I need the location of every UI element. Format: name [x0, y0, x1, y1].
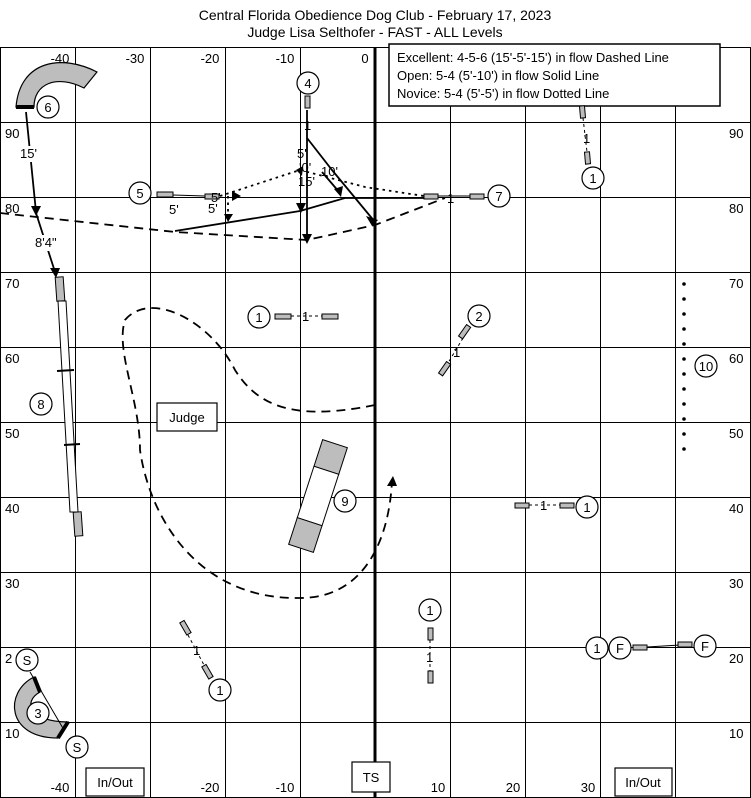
jump-2 — [437, 323, 472, 377]
jump-label: 1 — [583, 131, 590, 146]
start-marker: S — [23, 653, 32, 668]
obstacle-number-7: 7 — [495, 189, 502, 204]
axis-right-label: 10 — [729, 726, 743, 741]
in-out-box-right — [614, 767, 673, 797]
axis-right-label: 30 — [729, 576, 743, 591]
judge-box — [156, 402, 218, 432]
axis-top-label: -30 — [126, 51, 145, 66]
obstacle-number-8: 8 — [37, 397, 44, 412]
axis-top-label: -20 — [201, 51, 220, 66]
distance-label: 5' — [211, 190, 221, 205]
ts-label: TS — [363, 770, 380, 785]
finish-marker: F — [701, 639, 709, 654]
axis-right-label: 40 — [729, 501, 743, 516]
axis-left-label: 30 — [5, 576, 19, 591]
judge-label: Judge — [169, 410, 204, 425]
axis-left-label: 2 — [5, 651, 12, 666]
axis-top-label: 0 — [361, 51, 368, 66]
axis-bottom-label: -20 — [201, 780, 220, 795]
axis-left-label: 10 — [5, 726, 19, 741]
finish-marker: F — [616, 641, 624, 656]
obstacle-number-6: 6 — [44, 100, 51, 115]
dogwalk-8 — [54, 276, 84, 537]
obstacle-number-2: 2 — [475, 309, 482, 324]
jump-1-bottom-left — [179, 619, 214, 680]
distance-label: 5' — [169, 202, 179, 217]
in-out-box-left — [85, 767, 145, 797]
axis-right-label: 80 — [729, 201, 743, 216]
jump-label: 1 — [447, 191, 454, 206]
tunnel-6 — [15, 62, 98, 108]
axis-top-label: -10 — [276, 51, 295, 66]
finish-line — [632, 641, 693, 651]
axis-right-label: 70 — [729, 276, 743, 291]
path-novice — [219, 169, 425, 197]
aframe-9 — [288, 439, 348, 553]
obstacle-number-1: 1 — [593, 641, 600, 656]
axis-bottom-label: 30 — [581, 780, 595, 795]
jump-label: 1 — [302, 309, 309, 324]
legend-excellent: Excellent: 4-5-6 (15'-5'-15') in flow Da… — [397, 50, 669, 65]
jump-label: 1 — [426, 650, 433, 665]
axis-right-label: 50 — [729, 426, 743, 441]
obstacle-number-10: 10 — [699, 359, 713, 374]
start-marker: S — [73, 740, 82, 755]
jump-1-mid-left — [274, 313, 339, 320]
axis-right-label: 20 — [729, 651, 743, 666]
distance-label: 8'4" — [35, 235, 57, 250]
axis-left-label: 50 — [5, 426, 19, 441]
legend-novice: Novice: 5-4 (5'-5') in flow Dotted Line — [397, 86, 609, 101]
jump-1-right — [514, 502, 575, 509]
obstacle-number-3: 3 — [34, 706, 41, 721]
jump-1-top-right — [578, 105, 592, 165]
axis-bottom-label: 10 — [431, 780, 445, 795]
jump-4 — [304, 95, 311, 109]
legend-box — [388, 43, 721, 107]
obstacle-number-1: 1 — [589, 171, 596, 186]
jump-1-bottom-center — [427, 627, 434, 684]
start-line — [29, 671, 65, 731]
obstacle-number-4: 4 — [304, 76, 311, 91]
course-subtitle: Judge Lisa Selthofer - FAST - ALL Levels — [247, 24, 502, 40]
axis-left-label: 80 — [5, 201, 19, 216]
in-out-label: In/Out — [625, 775, 661, 790]
axis-right-label: 60 — [729, 351, 743, 366]
path-open — [174, 197, 424, 232]
jump-label: 1 — [540, 498, 547, 513]
jump-7 — [423, 193, 485, 200]
obstacle-number-1: 1 — [426, 603, 433, 618]
jump-label: 1 — [453, 345, 460, 360]
jump-label: 1 — [304, 118, 311, 133]
in-out-label: In/Out — [97, 775, 133, 790]
obstacle-number-1: 1 — [216, 683, 223, 698]
path-excellent — [0, 197, 446, 241]
course-title: Central Florida Obedience Dog Club - Feb… — [199, 7, 552, 23]
distance-label: 5' — [208, 201, 218, 216]
axis-left-label: 60 — [5, 351, 19, 366]
ts-box — [351, 761, 391, 793]
axis-right-label: 90 — [729, 126, 743, 141]
legend-open: Open: 5-4 (5'-10') in flow Solid Line — [397, 68, 599, 83]
axis-left-label: 90 — [5, 126, 19, 141]
jump-label: 1 — [193, 643, 200, 658]
axis-left-label: 40 — [5, 501, 19, 516]
axis-bottom-label: -40 — [51, 780, 70, 795]
obstacle-number-9: 9 — [341, 494, 348, 509]
distance-label: 10' — [321, 164, 338, 179]
distance-label: 15' — [298, 174, 315, 189]
jump-5 — [156, 191, 220, 200]
path-curve — [121, 307, 393, 599]
obstacle-number-5: 5 — [136, 186, 143, 201]
axis-bottom-label: -10 — [276, 780, 295, 795]
distance-label: '0' — [299, 160, 311, 175]
tunnel-3 — [13, 676, 70, 739]
axis-bottom-label: 20 — [506, 780, 520, 795]
weave-poles-10 — [682, 282, 686, 451]
distance-label: 5' — [297, 146, 307, 161]
obstacle-number-1: 1 — [255, 310, 262, 325]
obstacle-number-1: 1 — [583, 500, 590, 515]
axis-left-label: 70 — [5, 276, 19, 291]
distance-label: 15' — [20, 146, 37, 161]
